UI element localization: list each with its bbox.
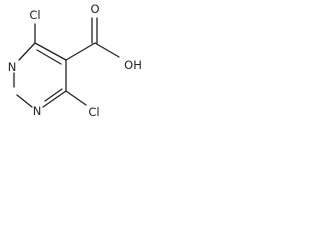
atom-label-carbonyl-oxygen: O <box>90 2 99 16</box>
bond-c2-n1 <box>16 94 33 108</box>
bond-c5-carboxyl <box>65 42 96 61</box>
atom-label-chlorine-bottom: Cl <box>88 105 99 119</box>
bond-carboxyl-oh <box>94 42 120 58</box>
atom-label-hydroxyl: OH <box>124 58 142 72</box>
bond-c6-cl <box>65 90 87 106</box>
bond-c5-c4 <box>34 42 67 61</box>
bond-n1-c6 <box>42 90 67 108</box>
atom-label-nitrogen-1: N <box>33 104 42 118</box>
atom-label-chlorine-top: Cl <box>29 8 40 22</box>
atom-label-nitrogen-3: N <box>8 60 17 74</box>
chemical-structure: Cl N N Cl O OH <box>8 2 142 119</box>
bond-c5-c4-inner <box>36 49 62 65</box>
bond-c4-n3 <box>18 42 36 61</box>
bond-n1-c6-inner <box>44 88 63 102</box>
